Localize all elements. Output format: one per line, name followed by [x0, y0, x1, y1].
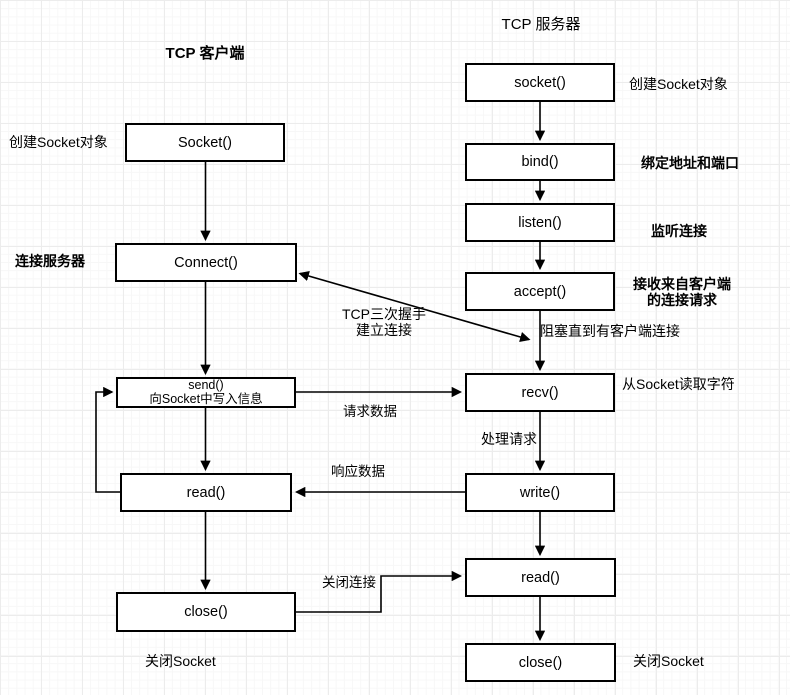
label-server-bind-port: 绑定地址和端口	[641, 155, 739, 171]
node-server-accept: accept()	[465, 272, 615, 311]
node-server-recv: recv()	[465, 373, 615, 412]
node-client-send: send() 向Socket中写入信息	[116, 377, 296, 408]
node-client-socket: Socket()	[125, 123, 285, 162]
label-edge-handshake-line1: TCP三次握手	[342, 306, 426, 322]
edge-close-connection-close-to-read	[296, 570, 463, 613]
label-edge-request: 请求数据	[343, 404, 397, 419]
node-server-socket: socket()	[465, 63, 615, 102]
node-server-close: close()	[465, 643, 616, 682]
node-client-connect: Connect()	[115, 243, 297, 282]
label-server-create-socket: 创建Socket对象	[629, 76, 728, 92]
label-server-listen: 监听连接	[651, 223, 707, 239]
node-server-listen: listen()	[465, 203, 615, 242]
label-server-accept-line1: 接收来自客户端	[633, 276, 731, 292]
node-server-write: write()	[465, 473, 615, 512]
label-server-accept: 接收来自客户端 的连接请求	[626, 276, 738, 308]
label-client-create-socket: 创建Socket对象	[9, 134, 108, 150]
node-server-bind: bind()	[465, 143, 615, 181]
label-client-connect-server: 连接服务器	[15, 253, 85, 269]
node-client-close: close()	[116, 592, 296, 632]
server-column-title: TCP 服务器	[501, 16, 581, 33]
label-edge-response: 响应数据	[331, 464, 385, 479]
label-server-block: 阻塞直到有客户端连接	[540, 323, 680, 339]
label-edge-handshake-line2: 建立连接	[356, 321, 412, 338]
node-client-send-line1: send()	[188, 378, 224, 392]
node-server-read: read()	[465, 558, 616, 597]
node-client-read: read()	[120, 473, 292, 512]
label-server-close-socket: 关闭Socket	[633, 653, 704, 669]
label-edge-close-connection: 关闭连接	[322, 575, 376, 590]
label-server-accept-line2: 的连接请求	[647, 291, 717, 308]
label-server-recv: 从Socket读取字符	[622, 376, 735, 392]
label-edge-handshake: TCP三次握手 建立连接	[336, 306, 432, 338]
node-client-send-line2: 向Socket中写入信息	[149, 391, 263, 406]
label-server-process: 处理请求	[481, 431, 537, 447]
label-client-close-socket: 关闭Socket	[145, 653, 216, 669]
client-column-title: TCP 客户端	[165, 45, 245, 62]
